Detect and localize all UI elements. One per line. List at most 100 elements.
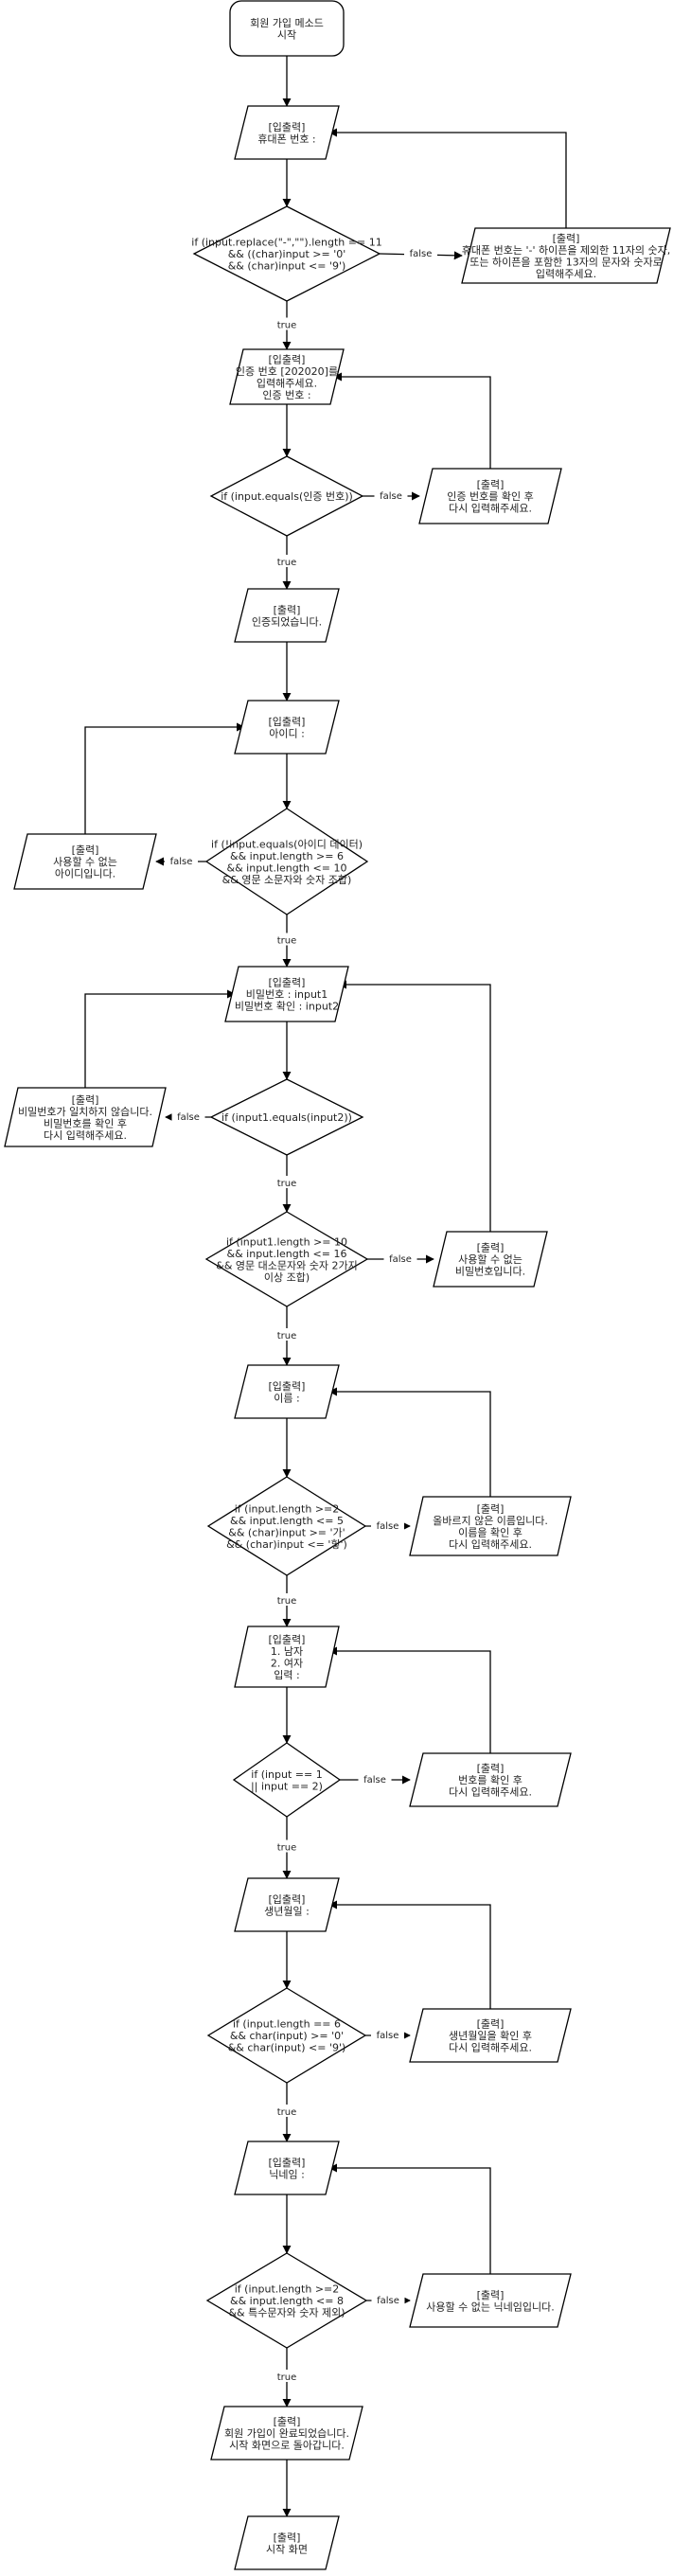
auth-check-node: if (input.equals(인증 번호)) (209, 455, 364, 537)
phone-check-node: if (input.replace("-","").length == 11&&… (191, 205, 382, 302)
id-error-shape (13, 833, 157, 890)
edge-phone-true-label: true (273, 317, 301, 331)
edge-nick-false-label: false (371, 2293, 405, 2306)
pw-rule-check-text: if (input1.length >= 10&& input.length <… (216, 1235, 357, 1284)
svg-text:false: false (380, 491, 402, 502)
nick-error-text: [출력]사용할 수 없는 닉네임입니다. (426, 2289, 554, 2314)
svg-text:true: true (277, 1331, 297, 1341)
pw-rule-check-node: if (input1.length >= 10&& input.length <… (204, 1211, 369, 1307)
pw-rule-check-shape (204, 1211, 369, 1307)
edge-phone-false-label: false (404, 246, 437, 259)
done-output-shape (210, 2406, 363, 2461)
svg-text:false: false (170, 857, 193, 867)
edge-labels: true true true true true true true true true fals… (165, 246, 437, 2383)
auth-check-shape (209, 455, 364, 537)
svg-text:false: false (389, 1254, 412, 1265)
nick-input-shape (234, 2141, 340, 2195)
birth-check-shape (206, 1987, 367, 2084)
birth-error-shape (409, 2008, 572, 2063)
end-output-node: [출력]시작 화면 (234, 2515, 340, 2570)
edge-id-loop (84, 722, 245, 834)
id-input-text: [입출력]아이디 : (269, 716, 306, 740)
edge-gender-true-label: true (273, 1839, 301, 1854)
id-check-shape (204, 808, 369, 915)
id-input-shape (234, 700, 340, 755)
edge-name-loop (328, 1387, 491, 1497)
auth-ok-text: [출력]인증되었습니다. (252, 604, 322, 629)
phone-error-shape (461, 227, 671, 284)
start-shape (229, 0, 345, 57)
phone-error-node: [출력]휴대폰 번호는 '-' 하이픈을 제외한 11자의 숫자,또는 하이픈을… (461, 227, 671, 284)
name-input-node: [입출력]이름 : (234, 1364, 340, 1419)
edge-id-true-label: true (273, 933, 301, 947)
svg-text:true: true (277, 558, 297, 568)
name-check-text: if (input.length >=2&& input.length <= 5… (226, 1502, 347, 1551)
edge-pw-match-loop (84, 989, 236, 1088)
pw-match-check-node: if (input1.equals(input2)) (209, 1078, 364, 1156)
edge-name-true-label: true (273, 1593, 301, 1607)
id-input-node: [입출력]아이디 : (234, 700, 340, 755)
svg-text:false: false (377, 2031, 399, 2041)
edge-birth-true-label: true (273, 2105, 301, 2118)
pw-match-check-shape (209, 1078, 364, 1156)
edge-pw-match-true-label: true (273, 1176, 301, 1189)
name-check-shape (206, 1476, 367, 1576)
nick-error-node: [출력]사용할 수 없는 닉네임입니다. (409, 2273, 572, 2328)
gender-input-shape (234, 1626, 340, 1688)
name-error-shape (409, 1496, 572, 1556)
svg-text:false: false (410, 249, 433, 259)
birth-check-text: if (input.length == 6&& char(input) >= '… (228, 2018, 346, 2054)
edge-birth-loop (328, 1900, 491, 2009)
edge-pw-match-false-label: false (171, 1110, 205, 1123)
edge-auth-loop (333, 372, 491, 469)
edge-phone-loop (328, 128, 567, 228)
phone-input-node: [입출력]휴대폰 번호 : (234, 105, 340, 160)
phone-error-text: [출력]휴대폰 번호는 '-' 하이픈을 제외한 11자의 숫자,또는 하이픈을… (462, 232, 671, 280)
nick-input-node: [입출력]닉네임 : (234, 2141, 340, 2195)
birth-input-shape (234, 1877, 340, 1932)
auth-input-shape (229, 348, 345, 405)
svg-text:true: true (277, 2107, 297, 2118)
edge-auth-false-label: false (374, 489, 408, 502)
birth-input-text: [입출력]생년월일 : (264, 1893, 310, 1918)
pw-match-error-shape (4, 1087, 167, 1147)
gender-check-node: if (input == 1|| input == 2) (232, 1742, 342, 1818)
svg-text:false: false (377, 2296, 399, 2306)
edge-gender-loop (328, 1646, 491, 1753)
svg-text:true: true (277, 321, 297, 331)
edge-pw-rule-loop (338, 980, 491, 1232)
name-input-shape (234, 1364, 340, 1419)
svg-text:true: true (277, 1596, 297, 1607)
end-output-shape (234, 2515, 340, 2570)
name-check-node: if (input.length >=2&& input.length <= 5… (206, 1476, 367, 1576)
pw-input-shape (224, 966, 349, 1022)
done-output-text: [출력]회원 가입이 완료되었습니다.시작 화면으로 돌아갑니다. (224, 2416, 349, 2452)
svg-text:false: false (177, 1112, 200, 1123)
edge-pw-rule-false-label: false (383, 1252, 417, 1265)
edge-pw-rule-true-label: true (273, 1328, 301, 1341)
phone-input-shape (234, 105, 340, 160)
auth-error-shape (418, 468, 562, 524)
phone-input-text: [입출력]휴대폰 번호 : (257, 121, 315, 146)
name-input-text: [입출력]이름 : (269, 1380, 306, 1405)
svg-text:true: true (277, 2372, 297, 2383)
gender-check-shape (232, 1742, 342, 1818)
gender-check-text: if (input == 1|| input == 2) (251, 1768, 323, 1793)
gender-error-shape (409, 1752, 572, 1807)
nick-check-node: if (input.length >=2&& input.length <= 8… (205, 2252, 368, 2349)
birth-check-node: if (input.length == 6&& char(input) >= '… (206, 1987, 367, 2084)
svg-text:true: true (277, 936, 297, 947)
